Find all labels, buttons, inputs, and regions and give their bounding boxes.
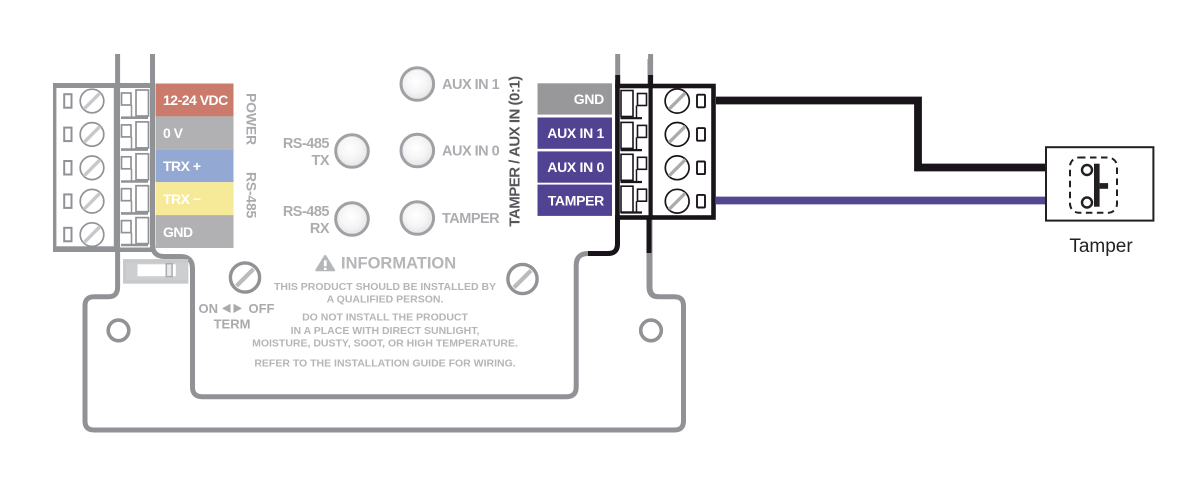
svg-text:12-24 VDC: 12-24 VDC — [163, 92, 228, 108]
svg-text:A QUALIFIED PERSON.: A QUALIFIED PERSON. — [327, 294, 444, 306]
svg-text:TRX −: TRX − — [163, 191, 201, 207]
svg-text:OFF: OFF — [249, 301, 275, 316]
svg-text:THIS PRODUCT SHOULD BE INSTALL: THIS PRODUCT SHOULD BE INSTALLED BY — [274, 281, 496, 293]
svg-text:Tamper: Tamper — [1069, 236, 1133, 257]
svg-text:AUX IN 0: AUX IN 0 — [547, 159, 604, 175]
svg-text:INFORMATION: INFORMATION — [341, 254, 456, 272]
svg-text:REFER TO THE INSTALLATION GUID: REFER TO THE INSTALLATION GUIDE FOR WIRI… — [254, 358, 515, 370]
svg-text:IN A PLACE WITH DIRECT SUNLIGH: IN A PLACE WITH DIRECT SUNLIGHT, — [291, 325, 480, 337]
svg-text:GND: GND — [163, 224, 193, 240]
svg-text:TAMPER / AUX IN (0:1): TAMPER / AUX IN (0:1) — [507, 76, 524, 227]
svg-text:POWER: POWER — [244, 93, 260, 145]
svg-text:TAMPER: TAMPER — [442, 211, 500, 227]
svg-text:RS-485: RS-485 — [283, 136, 330, 152]
svg-text:RS-485: RS-485 — [244, 172, 260, 219]
svg-text:GND: GND — [574, 91, 604, 107]
svg-text:AUX IN 1: AUX IN 1 — [547, 125, 604, 141]
svg-text:DO NOT INSTALL THE PRODUCT: DO NOT INSTALL THE PRODUCT — [302, 312, 468, 324]
svg-text:AUX IN 1: AUX IN 1 — [442, 77, 500, 93]
svg-text:TRX +: TRX + — [163, 158, 201, 174]
svg-text:RS-485: RS-485 — [283, 204, 330, 220]
svg-text:0 V: 0 V — [163, 125, 184, 141]
svg-text:AUX IN 0: AUX IN 0 — [442, 144, 500, 160]
svg-text:TERM: TERM — [214, 317, 251, 332]
svg-text:TX: TX — [311, 153, 329, 169]
svg-text:RX: RX — [310, 221, 330, 237]
svg-text:TAMPER: TAMPER — [548, 192, 604, 208]
svg-text:ON: ON — [199, 301, 219, 316]
svg-text:MOISTURE, DUSTY, SOOT, OR HIGH: MOISTURE, DUSTY, SOOT, OR HIGH TEMPERATU… — [252, 338, 518, 350]
